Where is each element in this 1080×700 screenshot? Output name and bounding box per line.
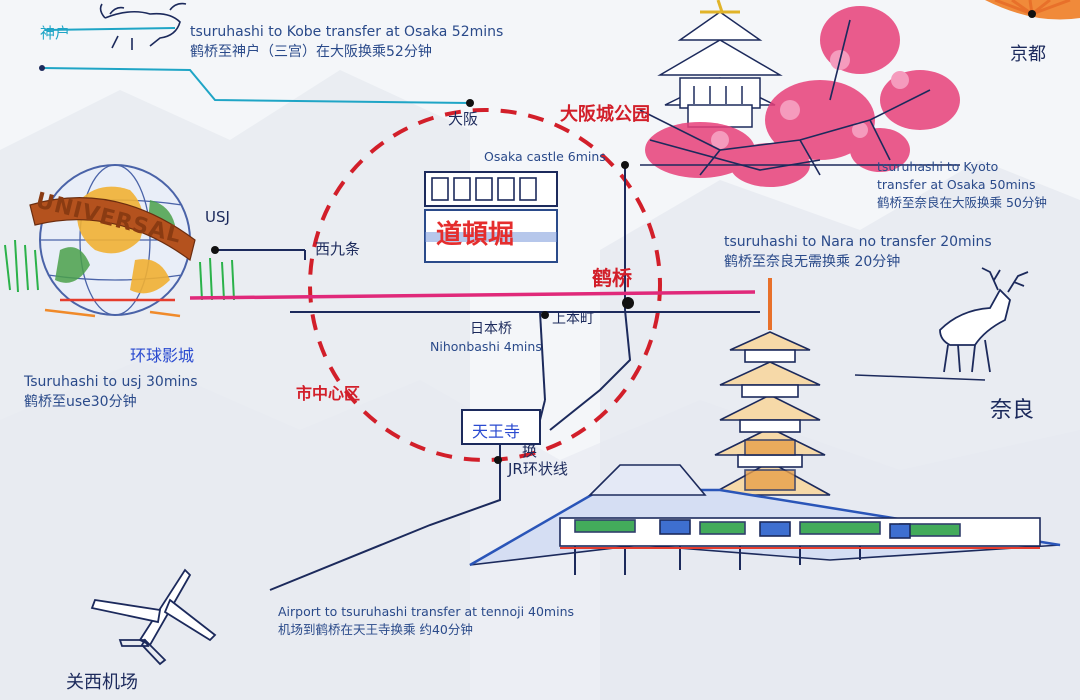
city-center-label: 市中心区 xyxy=(296,384,361,403)
nishikujo-label: 西九条 xyxy=(315,240,361,258)
usj-caption-zh: 鹤桥至use30分钟 xyxy=(24,394,137,411)
usj-caption-en: Tsuruhashi to usj 30mins xyxy=(24,374,198,390)
pagoda-sketch xyxy=(709,278,831,496)
airport-caption-zh: 机场到鹤桥在天王寺换乘 约40分钟 xyxy=(278,622,473,638)
goat-sketch-icon xyxy=(99,2,187,50)
kobe-label: 神户 xyxy=(40,24,71,42)
universal-city-label: 环球影城 xyxy=(130,346,195,365)
uehonmachi-label: 上本町 xyxy=(552,311,594,327)
transfer-label: 换 xyxy=(522,442,538,460)
nara-route-line xyxy=(189,290,756,300)
osaka-castle-caption: Osaka castle 6mins xyxy=(484,149,606,164)
sun-icon xyxy=(985,0,1080,20)
nara-label: 奈良 xyxy=(990,398,1035,423)
sakura-tree xyxy=(639,6,960,187)
deer-sketch-icon xyxy=(939,267,1029,373)
metro-lines xyxy=(215,165,760,591)
tennoji-station-box xyxy=(461,409,541,445)
kobe-route-caption: tsuruhashi to Kobe transfer at Osaka 52m… xyxy=(190,22,503,63)
nara-route-caption: tsuruhashi to Nara no transfer 20mins 鹤桥… xyxy=(724,232,992,273)
usj-route-caption: Tsuruhashi to usj 30mins 鹤桥至use30分钟 xyxy=(24,372,198,413)
tsuruhashi-label: 鹤桥 xyxy=(592,266,632,290)
airport-caption-en: Airport to tsuruhashi transfer at tennoj… xyxy=(278,604,575,619)
kyoto-caption-line1: tsuruhashi to Kyoto xyxy=(877,159,999,174)
kyoto-route-caption: tsuruhashi to Kyoto transfer at Osaka 50… xyxy=(877,158,1047,212)
universal-globe-sketch xyxy=(4,164,235,318)
osaka-castle-park-label: 大阪城公园 xyxy=(560,104,650,125)
kobe-route-line xyxy=(39,27,471,104)
kobe-caption-en: tsuruhashi to Kobe transfer at Osaka 52m… xyxy=(190,24,504,40)
kyoto-label: 京都 xyxy=(1010,44,1046,65)
airplane-sketch-icon xyxy=(90,568,217,666)
nara-connector-line xyxy=(854,374,986,381)
nara-caption-en: tsuruhashi to Nara no transfer 20mins xyxy=(724,234,992,250)
city-center-circle xyxy=(308,108,662,462)
kansai-airport-label: 关西机场 xyxy=(66,672,138,693)
jr-loop-line-label: JR环状线 xyxy=(508,460,568,478)
nara-caption-zh: 鹤桥至奈良无需换乘 20分钟 xyxy=(724,254,901,271)
nihonbashi-caption: Nihonbashi 4mins xyxy=(430,339,542,354)
kobe-caption-zh: 鹤桥至神户（三宫）在大阪换乘52分钟 xyxy=(190,44,432,61)
dotonbori-sign xyxy=(424,171,558,263)
station-dots xyxy=(211,99,634,464)
temple-sketch xyxy=(469,464,1061,575)
kyoto-caption-line2: transfer at Osaka 50mins xyxy=(877,177,1036,193)
dotonbori-label: 道頓堀 xyxy=(436,220,515,250)
osaka-label: 大阪 xyxy=(448,110,479,128)
tennoji-label: 天王寺 xyxy=(472,422,521,441)
airport-route-caption: Airport to tsuruhashi transfer at tennoj… xyxy=(278,603,574,639)
usj-label: USJ xyxy=(205,208,230,226)
nihonbashi-label: 日本桥 xyxy=(470,321,512,337)
osaka-castle-sketch xyxy=(657,0,783,128)
kyoto-caption-zh: 鹤桥至奈良在大阪换乘 50分钟 xyxy=(877,195,1047,211)
